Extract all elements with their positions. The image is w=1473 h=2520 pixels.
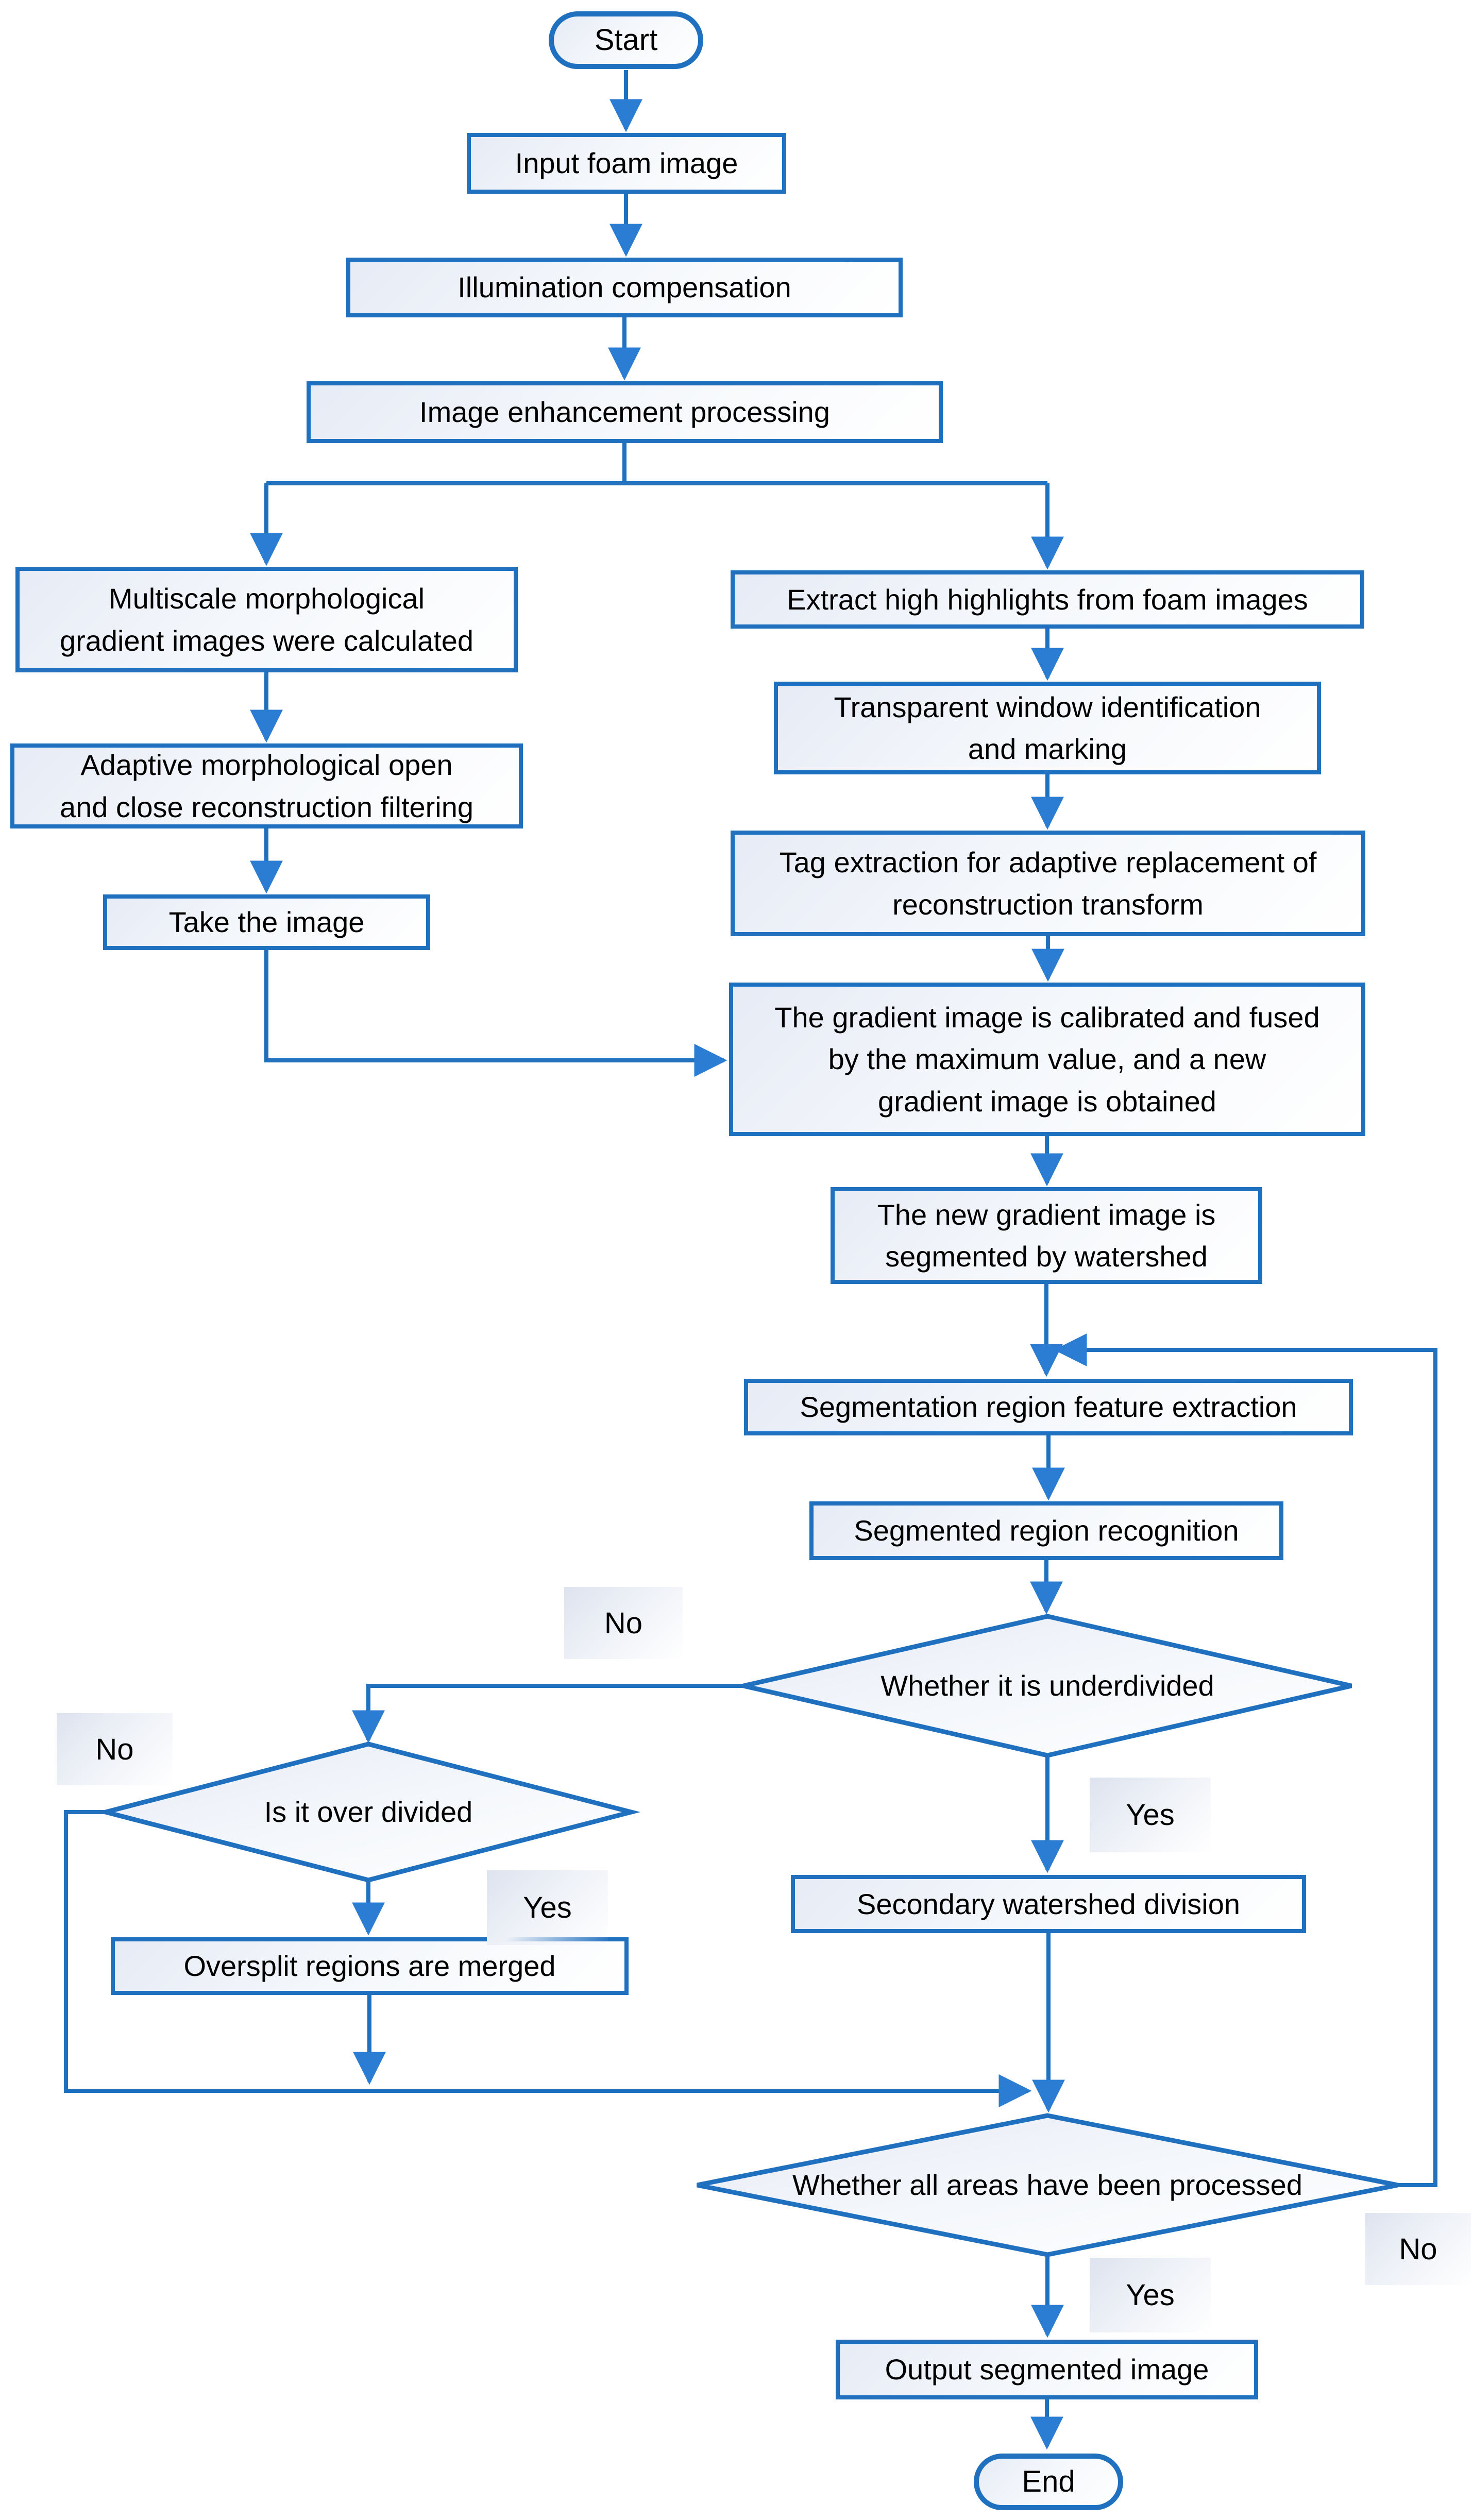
node-watershed-segmentation: The new gradient image is segmented by w… <box>831 1187 1262 1284</box>
node-transparent-window-marking: Transparent window identification and ma… <box>774 682 1321 774</box>
node-multiscale-gradient: Multiscale morphological gradient images… <box>15 567 518 672</box>
node-secondary-watershed-division: Secondary watershed division <box>791 1875 1306 1933</box>
branch-label-allprocessed-yes: Yes <box>1090 2258 1211 2332</box>
decision-overdivided-label: Is it over divided <box>264 1796 473 1829</box>
branch-label-underdivided-no: No <box>564 1587 683 1659</box>
connector-takeimage-fused <box>264 950 727 1077</box>
connector-underdivided-no-overdivided <box>352 1684 743 1744</box>
node-end: End <box>974 2454 1123 2510</box>
branch-label-underdivided-yes: Yes <box>1090 1778 1211 1852</box>
node-start: Start <box>549 11 703 69</box>
branch-label-overdivided-yes: Yes <box>487 1870 608 1945</box>
node-output-segmented-image: Output segmented image <box>836 2340 1258 2399</box>
node-input-foam-image: Input foam image <box>467 133 786 194</box>
node-gradient-fused: The gradient image is calibrated and fus… <box>729 983 1365 1136</box>
branch-label-allprocessed-no: No <box>1365 2213 1471 2285</box>
node-adaptive-reconstruction-filtering: Adaptive morphological open and close re… <box>10 743 523 828</box>
connector-loop-no-allprocessed <box>1054 1333 1437 2187</box>
node-image-enhancement: Image enhancement processing <box>307 381 943 443</box>
node-segmented-region-recognition: Segmented region recognition <box>809 1501 1283 1560</box>
decision-underdivided-shape <box>742 1614 1352 1758</box>
decision-overdivided-shape <box>96 1741 640 1883</box>
node-illumination-compensation: Illumination compensation <box>346 258 903 317</box>
decision-allprocessed-label: Whether all areas have been processed <box>792 2169 1302 2202</box>
node-tag-extraction: Tag extraction for adaptive replacement … <box>731 831 1365 936</box>
node-extract-highlights: Extract high highlights from foam images <box>731 570 1364 629</box>
branch-label-overdivided-no: No <box>57 1713 173 1785</box>
decision-underdivided-label: Whether it is underdivided <box>881 1669 1214 1702</box>
decision-allprocessed-shape <box>697 2113 1398 2257</box>
node-take-the-image: Take the image <box>103 894 430 950</box>
connector-overdivided-no-bypass <box>64 1810 1032 2107</box>
node-segmentation-feature-extraction: Segmentation region feature extraction <box>744 1379 1353 1435</box>
node-oversplit-regions-merged: Oversplit regions are merged <box>111 1937 629 1995</box>
connector-branch-split <box>266 443 1047 485</box>
